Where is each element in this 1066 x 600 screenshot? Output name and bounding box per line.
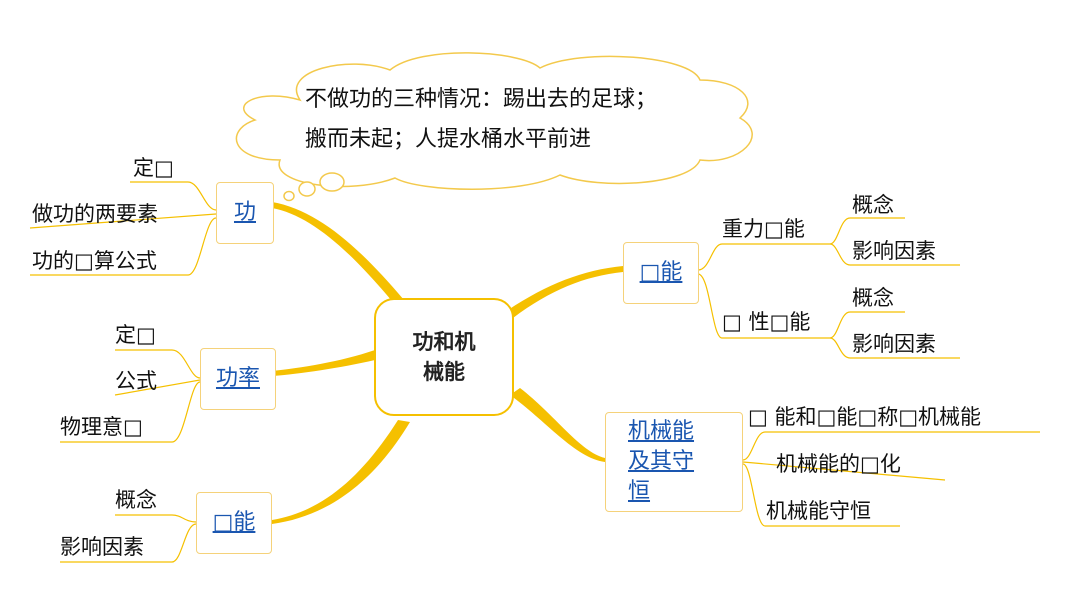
work-leaf-two-elements: 做功的两要素 — [32, 202, 158, 226]
gravitational-leaf-factors: 影响因素 — [852, 239, 936, 263]
mechanical-link-line-1[interactable]: 机械能 — [628, 419, 695, 444]
work-leaf-definition: 定□ — [133, 156, 174, 180]
kinetic-leaf-factors: 影响因素 — [60, 535, 144, 559]
gravitational-leaf-concept: 概念 — [852, 193, 894, 217]
kinetic-leaf-concept: 概念 — [115, 488, 157, 512]
center-line-1: 功和机 — [412, 330, 476, 354]
branch-power — [272, 350, 375, 376]
power-leaf-meaning: 物理意□ — [60, 415, 143, 439]
node-work-link[interactable]: 功 — [233, 200, 256, 225]
branch-work — [272, 202, 404, 306]
node-potential-energy[interactable]: □能 — [623, 242, 699, 304]
cloud-line-1: 不做功的三种情况：踢出去的足球； — [305, 87, 658, 112]
connectors — [29, 181, 1040, 563]
mechanical-link-line-3[interactable]: 恒 — [628, 479, 651, 504]
mechanical-leaf-conversion: 机械能的□化 — [776, 452, 901, 476]
node-power-link[interactable]: 功率 — [215, 366, 260, 391]
power-leaf-formula: 公式 — [115, 369, 157, 393]
node-kinetic-link[interactable]: □能 — [212, 510, 256, 535]
node-mechanical-energy[interactable]: 机械能 及其守 恒 — [605, 412, 743, 512]
cloud-line-2: 搬而未起；人提水桶水平前进 — [305, 127, 592, 152]
mechanical-leaf-conservation: 机械能守恒 — [766, 499, 871, 523]
node-power[interactable]: 功率 — [200, 348, 276, 410]
node-potential-link[interactable]: □能 — [639, 260, 683, 285]
power-leaf-definition: 定□ — [115, 323, 156, 347]
cloud-callout — [235, 52, 753, 202]
node-kinetic-energy[interactable]: □能 — [196, 492, 272, 554]
branch-mechanical — [510, 388, 605, 462]
sub-elastic-potential: □ 性□能 — [722, 310, 811, 334]
center-line-2: 械能 — [423, 360, 465, 384]
mechanical-leaf-definition: □ 能和□能□称□机械能 — [748, 405, 982, 429]
center-node: 功和机 械能 — [374, 298, 514, 416]
elastic-leaf-concept: 概念 — [852, 286, 894, 310]
main-branches — [272, 202, 623, 524]
mechanical-link-line-2[interactable]: 及其守 — [628, 449, 695, 474]
sub-gravitational-potential: 重力□能 — [722, 217, 805, 241]
branch-kinetic — [272, 420, 410, 524]
branch-potential — [505, 266, 623, 318]
elastic-leaf-factors: 影响因素 — [852, 332, 936, 356]
node-work[interactable]: 功 — [216, 182, 274, 244]
work-leaf-formula: 功的□算公式 — [32, 249, 157, 273]
